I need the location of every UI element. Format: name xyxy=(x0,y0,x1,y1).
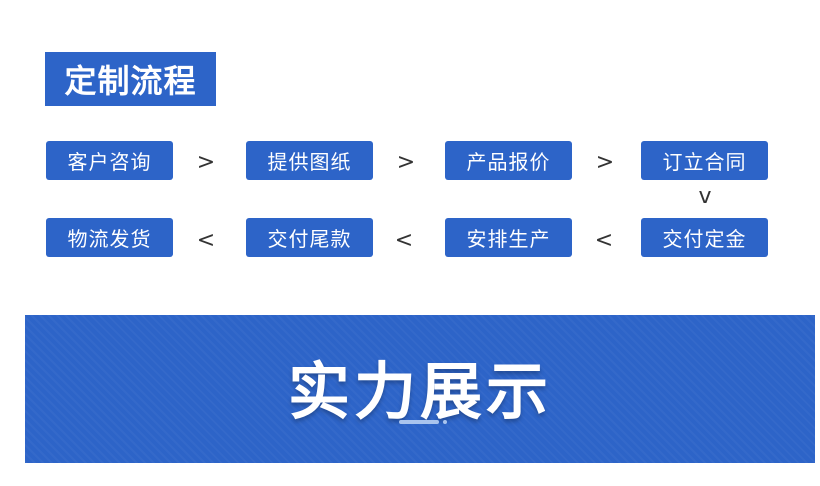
banner-title: 实力展示 xyxy=(287,355,552,428)
step-provide-drawings: 提供图纸 xyxy=(246,141,373,180)
arrow-left-1: < xyxy=(594,228,614,253)
arrow-right-2: > xyxy=(396,150,416,175)
title-underline-dot xyxy=(443,420,447,424)
arrow-right-1: > xyxy=(196,150,216,175)
arrow-left-2: < xyxy=(394,228,414,253)
step-arrange-production: 安排生产 xyxy=(445,218,572,257)
step-sign-contract: 订立合同 xyxy=(641,141,768,180)
title-underline-bar xyxy=(399,420,439,424)
step-product-quote: 产品报价 xyxy=(445,141,572,180)
arrow-right-3: > xyxy=(595,150,615,175)
step-final-payment: 交付尾款 xyxy=(246,218,373,257)
section-title: 定制流程 xyxy=(45,52,216,106)
step-customer-consult: 客户咨询 xyxy=(46,141,173,180)
strength-banner: 实力展示 xyxy=(25,315,815,463)
step-logistics-delivery: 物流发货 xyxy=(46,218,173,257)
step-pay-deposit: 交付定金 xyxy=(641,218,768,257)
arrow-left-3: < xyxy=(196,228,216,253)
arrow-down: v xyxy=(698,184,712,209)
